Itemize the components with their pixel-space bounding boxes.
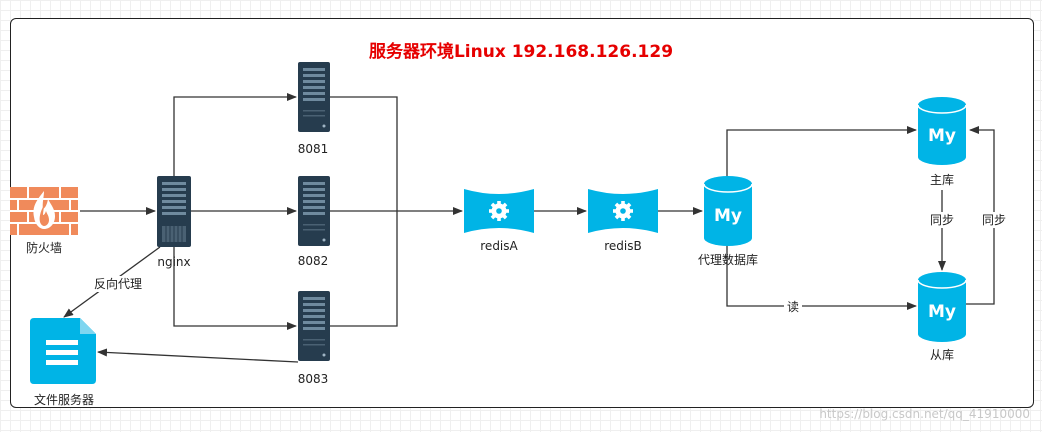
sync-up-label: 同步 (982, 213, 1006, 227)
mysql-logo-text: My (928, 126, 956, 146)
mysql-logo-text: My (714, 206, 742, 226)
edge-8083-redisA (330, 211, 398, 327)
mysql-logo-text: My (928, 302, 956, 322)
redisB-queue-icon (588, 189, 658, 233)
redisA-queue-icon (464, 189, 534, 233)
edge-8083-fileserver (97, 348, 299, 363)
edge-nginx-8081 (173, 93, 297, 176)
master-db-mysql-icon: My (917, 97, 967, 165)
master-db-label: 主库 (930, 172, 954, 187)
firewall-label: 防火墙 (26, 240, 62, 255)
proxy-db-label: 代理数据库 (698, 252, 758, 267)
reverse-proxy-label: 反向代理 (94, 276, 142, 291)
slave-db-label: 从库 (930, 347, 954, 362)
file-server-icon (30, 318, 96, 384)
nginx-server-icon (157, 176, 191, 247)
nginx-label: nginx (157, 255, 190, 269)
redisB-label: redisB (604, 239, 642, 253)
diagram-title: 服务器环境Linux 192.168.126.129 (368, 42, 674, 62)
edge-proxydb-master (726, 126, 917, 177)
server-8082-label: 8082 (298, 254, 329, 268)
server-8083-icon (298, 291, 330, 361)
read-label: 读 (787, 300, 799, 314)
edges (63, 93, 995, 363)
edge-8081-redisA (330, 96, 398, 211)
watermark: https://blog.csdn.net/qq_41910000 (819, 407, 1030, 421)
server-8081-label: 8081 (298, 142, 329, 156)
redisA-label: redisA (480, 239, 518, 253)
edge-nginx-8083 (173, 247, 297, 330)
firewall-icon (10, 187, 78, 235)
server-8081-icon (298, 62, 330, 132)
proxy-db-mysql-icon: My (703, 176, 753, 246)
server-8082-icon (298, 176, 330, 246)
edge-proxydb-slave (726, 245, 917, 310)
sync-down-label: 同步 (930, 213, 954, 227)
server-8083-label: 8083 (298, 372, 329, 386)
slave-db-mysql-icon: My (917, 272, 967, 342)
file-server-label: 文件服务器 (34, 392, 94, 407)
